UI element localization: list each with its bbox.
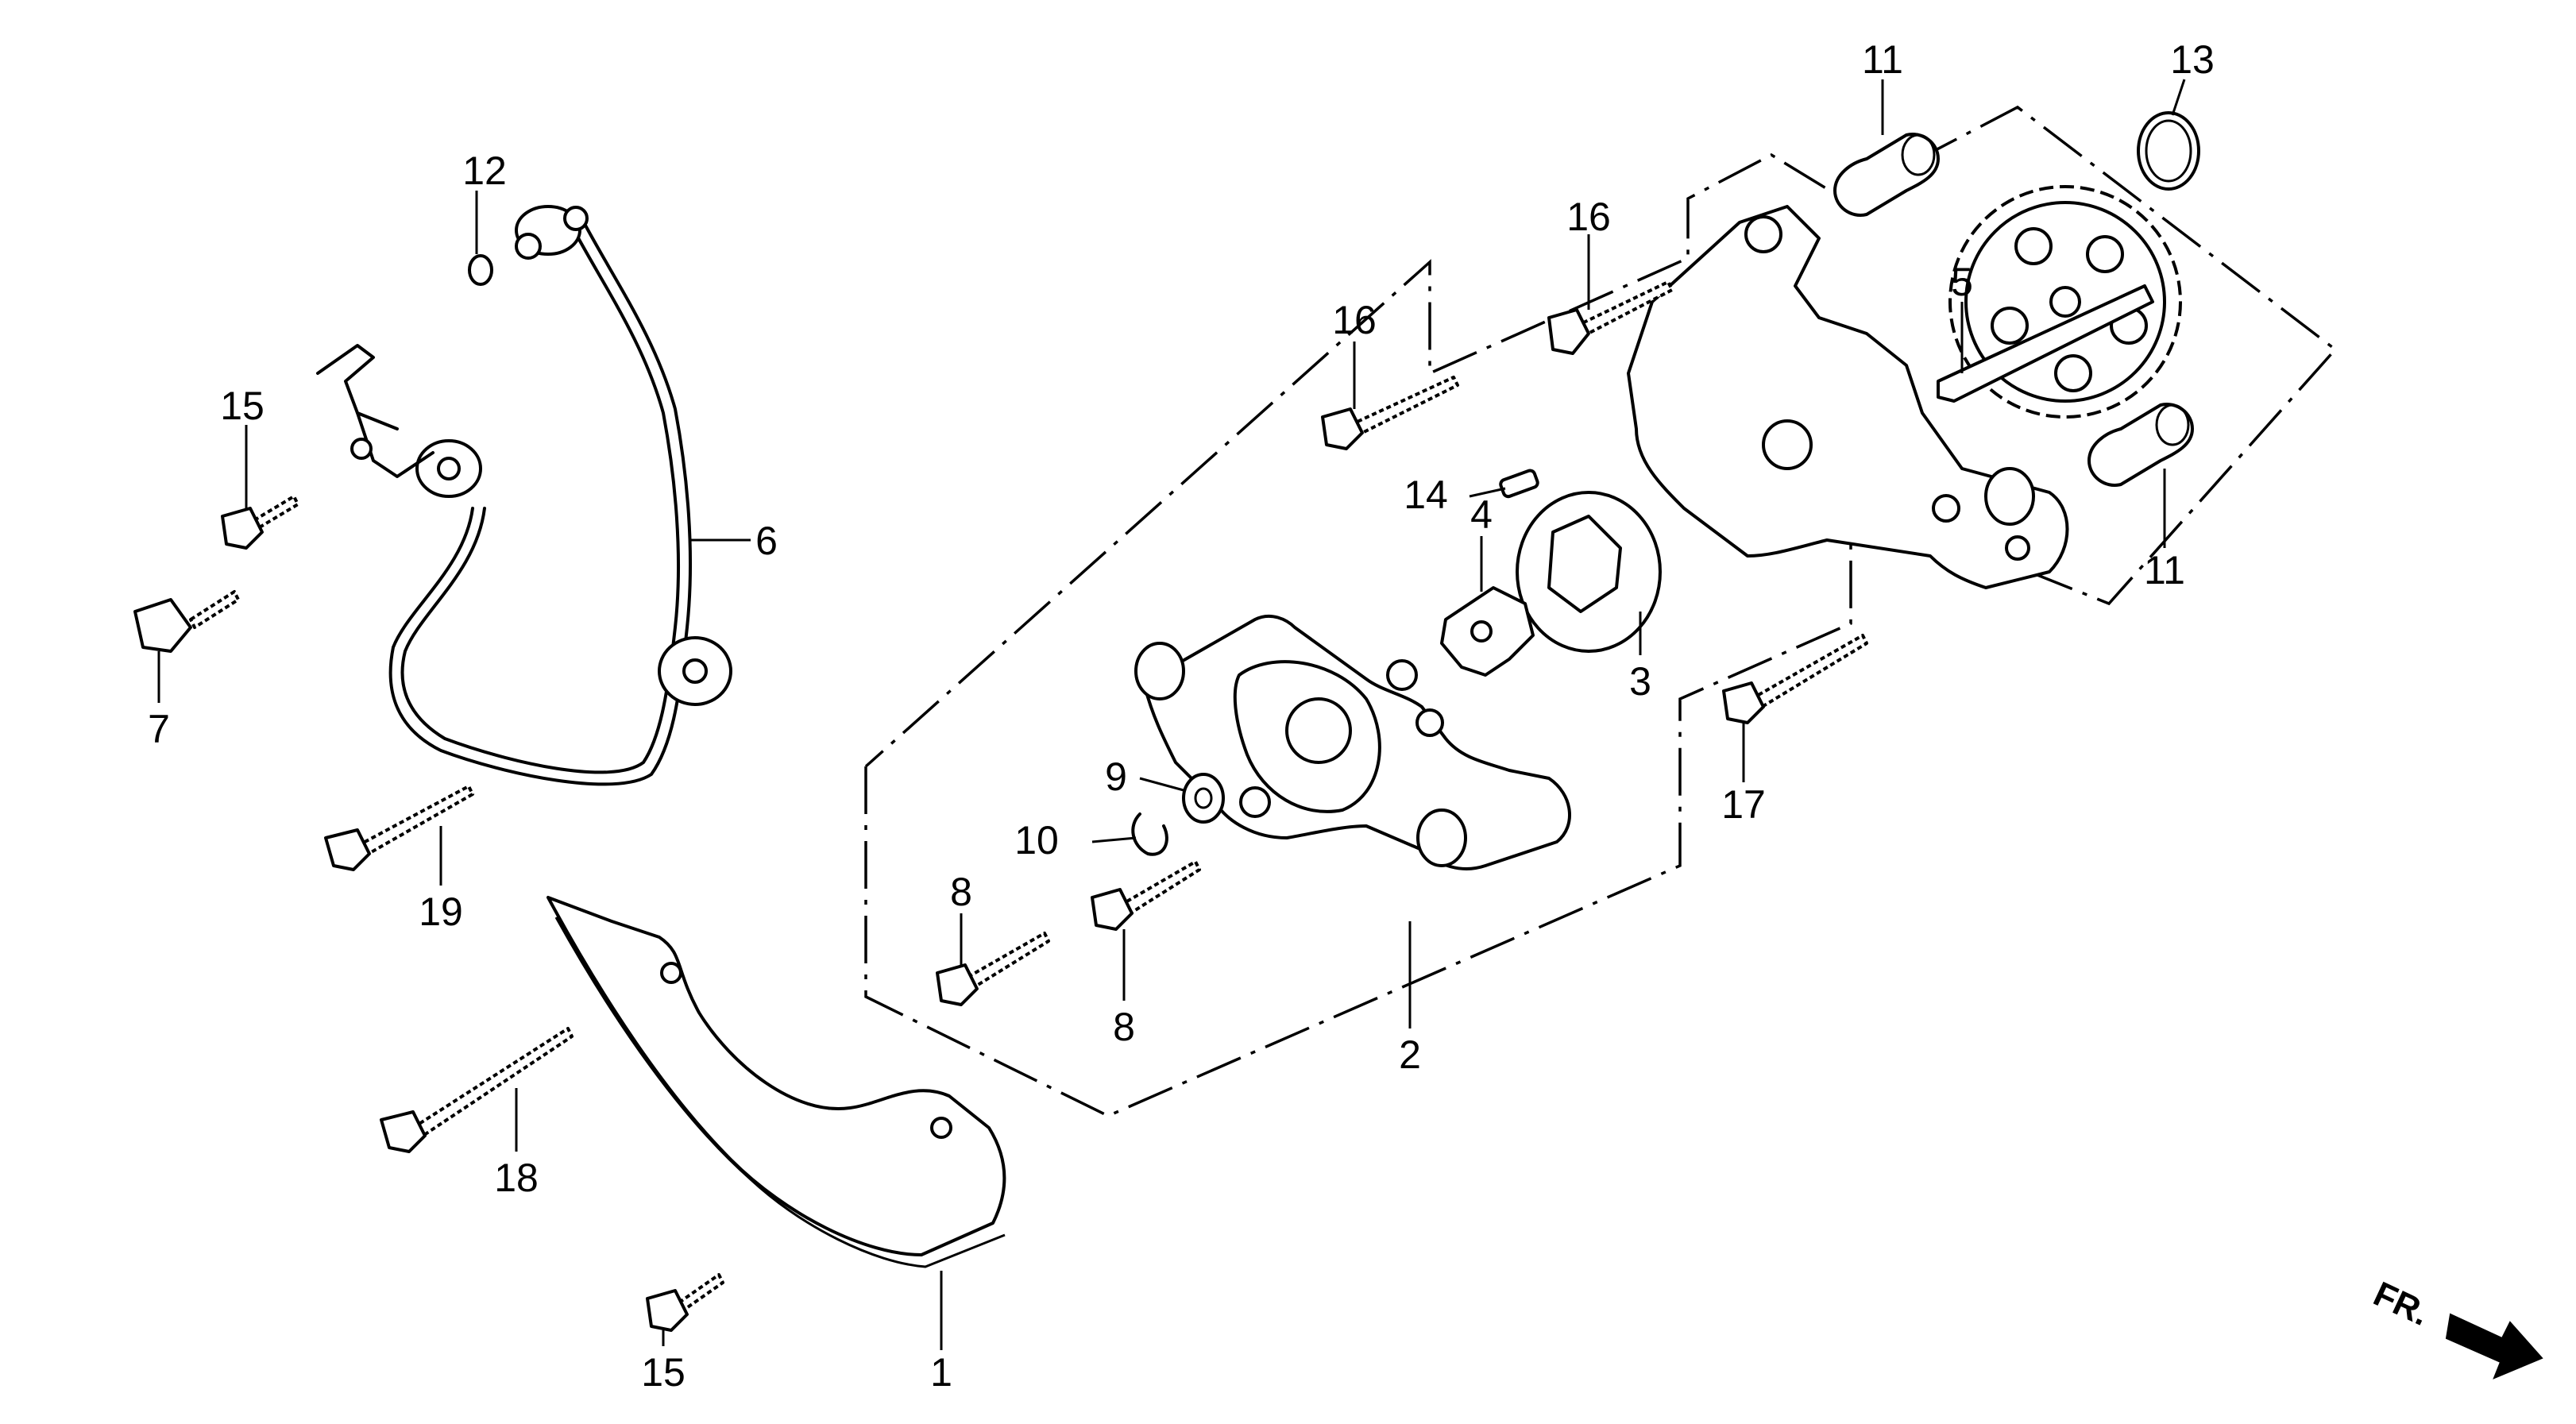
callout-15-lower: 15: [641, 1350, 686, 1395]
part-10-circlip: [1131, 812, 1168, 856]
callout-19: 19: [419, 890, 463, 934]
callout-1: 1: [930, 1350, 952, 1395]
callout-2: 2: [1399, 1032, 1421, 1077]
callout-labels: 11 13 16 16 5 14 4 3 11 17 2 9 10 8 8 12…: [148, 37, 2215, 1395]
part-15-bolt-lower: [646, 1273, 724, 1332]
front-direction-marker: FR.: [2368, 1275, 2543, 1380]
part-3-outer-rotor: [1516, 491, 1662, 653]
callout-8-right: 8: [1113, 1005, 1135, 1049]
part-17-bolt: [1722, 634, 1868, 724]
leader-lines: [157, 79, 2186, 1350]
part-16-bolt-lower: [1321, 376, 1459, 450]
part-8-bolt-left: [936, 932, 1050, 1006]
callout-5: 5: [1951, 260, 1973, 304]
callout-14: 14: [1404, 473, 1448, 517]
part-5-shaft: [1937, 284, 2154, 403]
part-7-bolt: [133, 590, 240, 653]
callout-16-upper: 16: [1566, 195, 1611, 239]
callout-12: 12: [462, 149, 507, 193]
part-6-oil-pipe: [316, 205, 732, 786]
callout-9: 9: [1105, 754, 1127, 799]
part-11-collar-top: [1833, 133, 1940, 217]
part-12-washer: [468, 254, 493, 286]
callout-17: 17: [1721, 782, 1766, 827]
part-14-dowel-pin: [1499, 469, 1539, 499]
front-label: FR.: [2368, 1275, 2435, 1333]
callout-16-lower: 16: [1332, 298, 1377, 342]
callout-10: 10: [1014, 818, 1059, 863]
callout-4: 4: [1470, 492, 1493, 537]
part-19-bolt: [324, 785, 474, 871]
callout-3: 3: [1629, 659, 1651, 704]
callout-6: 6: [755, 519, 778, 563]
callout-8-left: 8: [950, 870, 972, 914]
part-1-cover-plate: [546, 896, 1006, 1268]
front-arrow-icon: [2445, 1313, 2543, 1380]
part-2-pump-body: [1134, 614, 1571, 870]
callout-11-top: 11: [1862, 37, 1903, 82]
assembly-boundary: [864, 105, 2338, 1117]
callout-15-upper: 15: [220, 384, 265, 428]
callout-18: 18: [494, 1156, 539, 1200]
callout-7: 7: [148, 707, 170, 751]
part-4-inner-rotor: [1440, 586, 1535, 677]
part-9-washer: [1182, 773, 1225, 824]
callout-13: 13: [2170, 37, 2215, 82]
part-16-bolt-upper: [1547, 280, 1674, 355]
part-15-bolt-upper: [221, 495, 299, 550]
part-8-bolt-right: [1091, 860, 1201, 931]
part-11-collar-bottom: [2087, 403, 2194, 487]
callout-11-bottom: 11: [2144, 548, 2185, 592]
part-18-bolt: [380, 1027, 574, 1153]
pump-cover-plate: [1627, 205, 2069, 589]
